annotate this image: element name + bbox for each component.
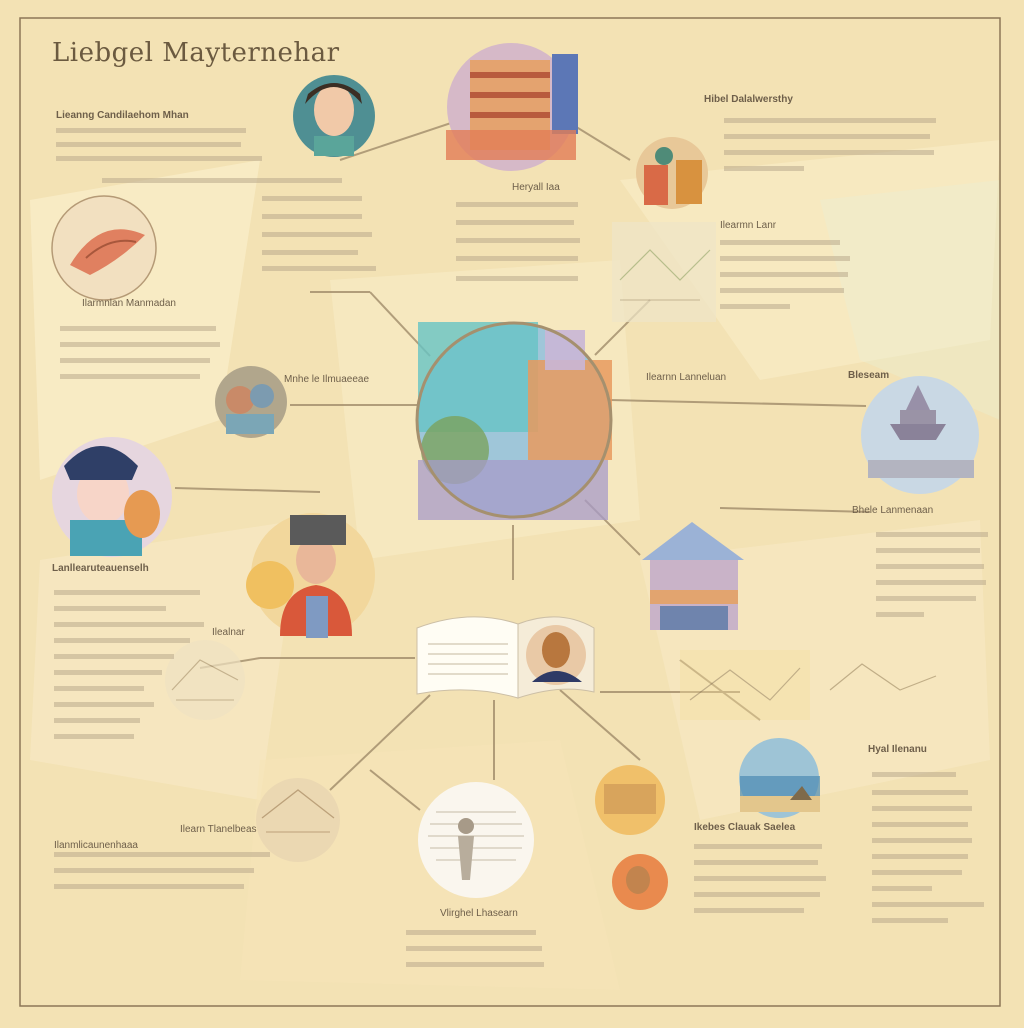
label-top-left: Lieanng Candilaehom Mhan	[56, 110, 189, 121]
pagoda-node-right[interactable]	[861, 376, 979, 494]
map-sketch-top-right	[612, 222, 716, 322]
people-node-top-right[interactable]	[636, 137, 708, 209]
connector-line	[679, 659, 761, 721]
ocean-node-right[interactable]	[739, 738, 820, 818]
label-center-right: Bhele Lanmenaan	[852, 505, 934, 516]
label-bottom-center: Vlirghel Lhasearn	[440, 908, 518, 919]
frame-border	[19, 17, 1001, 1007]
couple-node-left[interactable]	[215, 366, 287, 438]
manuscript-node-bottom[interactable]	[418, 782, 534, 898]
label-mid-small: Ilearmn Lanr	[720, 220, 777, 231]
label-far-right: Bleseam	[848, 370, 890, 381]
label-left-mid: Lanllearuteauenselh	[52, 563, 149, 574]
text-block-top-left-2	[262, 196, 376, 271]
connector-line	[719, 507, 871, 513]
label-lower-right: Hyal Ilenanu	[868, 744, 927, 755]
building-node-top[interactable]	[446, 43, 578, 171]
text-block-top-right	[724, 118, 936, 171]
label-bottom-left-2: Ilearn Tlanelbeas	[180, 824, 257, 835]
dragon-node-left[interactable]	[51, 195, 157, 301]
text-block-lower-right	[872, 772, 984, 923]
bg-shape	[30, 160, 260, 480]
map-sketch-left	[165, 640, 245, 720]
diagram-title: Liebgel Mayternehar	[52, 38, 340, 68]
label-mid-right: Ilearnn Lanneluan	[646, 372, 727, 383]
text-block-bottom-center	[406, 930, 544, 967]
connector-line	[609, 399, 867, 407]
label-bottom-left: Ilanmlicaunenhaaa	[54, 840, 138, 851]
text-block-top-center	[456, 202, 580, 281]
label-top-mid: Heryall Iaa	[512, 182, 560, 193]
sketch-node-bottom-left[interactable]	[256, 778, 340, 862]
portrait-node-top-left[interactable]	[293, 75, 375, 157]
label-top-right: Hibel Dalalwersthy	[704, 94, 793, 105]
label-bottom-right: Ikebes Clauak Saelea	[694, 822, 796, 833]
text-block-top-left	[56, 128, 342, 183]
text-block-left-mid	[60, 326, 220, 379]
connector-line	[174, 487, 321, 493]
central-node[interactable]	[415, 321, 613, 520]
temple-node-right[interactable]	[642, 522, 744, 630]
text-block-right-mid	[876, 532, 988, 617]
bg-shape	[820, 180, 1000, 420]
text-block-right-2	[720, 240, 850, 309]
sketch-right	[680, 650, 937, 720]
scene-node-bottom-right[interactable]	[595, 765, 668, 910]
boy-portrait-node[interactable]	[246, 513, 375, 638]
text-block-bottom-left	[54, 852, 270, 889]
text-block-left-lower	[54, 590, 204, 739]
connector-line	[329, 694, 431, 791]
connector-line	[339, 119, 461, 161]
label-center-mid: Mnhe le Ilmuaeeae	[284, 374, 370, 385]
connector-line	[369, 769, 421, 811]
label-mid-left: Ilarmnlan Manmadan	[82, 298, 176, 309]
book-node[interactable]	[416, 616, 595, 699]
connector-line	[559, 689, 641, 761]
label-mid-right-2: Ilealnar	[212, 627, 245, 638]
text-block-bottom-right	[694, 844, 826, 913]
child-portrait-node[interactable]	[52, 437, 172, 557]
